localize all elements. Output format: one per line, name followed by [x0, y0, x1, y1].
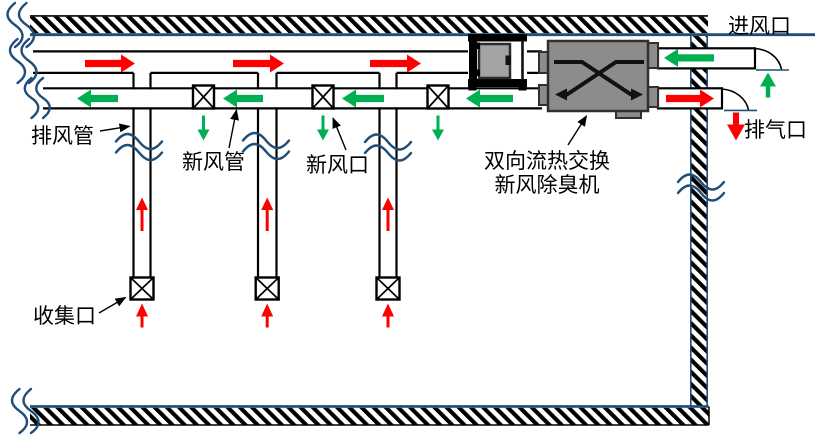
red-up-arrow-collect-2 [261, 303, 274, 328]
unit-door-handle [505, 55, 511, 65]
duct-mounted-unit [468, 34, 527, 91]
cross-flow-symbol [554, 60, 644, 101]
break-top-duct-left [8, 37, 38, 85]
break-riser-1 [114, 132, 164, 162]
label-unit-line1: 双向流热交换 [484, 150, 610, 173]
label-air-inlet: 进风口 [728, 15, 791, 38]
floor-slab [30, 405, 710, 426]
exhaust-flow-arrows [85, 54, 745, 328]
inlet-hood-arc [754, 47, 783, 70]
label-collection-port: 收集口 [33, 305, 96, 328]
red-up-arrow-riser-3 [382, 197, 394, 231]
heat-exchange-unit [538, 39, 659, 119]
fresh-air-vent-box-2 [311, 84, 335, 110]
break-bottom-duct-left [23, 76, 51, 120]
labels: 排风管 新风管 新风口 收集口 双向流热交换 新风除臭机 进风口 排气口 [31, 15, 807, 328]
green-arrow-left-2 [223, 89, 263, 108]
green-arrow-left-inlet [664, 48, 714, 67]
red-arrow-right-2 [233, 54, 284, 73]
leader-fresh-air-vent [332, 117, 347, 151]
unit-door [477, 42, 512, 80]
collection-port-box-3 [375, 276, 401, 301]
red-down-arrow-exhaust-outlet [727, 112, 745, 141]
bottom-fresh-air-duct [43, 87, 542, 110]
label-exhaust-outlet: 排气口 [744, 119, 807, 142]
break-riser-3 [363, 133, 413, 162]
green-arrow-left-3 [342, 89, 384, 108]
green-up-arrow-air-inlet [760, 72, 776, 98]
red-up-arrow-riser-2 [261, 197, 274, 231]
unit-hinge-top [473, 42, 480, 49]
break-riser-2 [241, 131, 291, 161]
right-wall [689, 36, 709, 407]
fresh-air-vent-box-1 [191, 84, 216, 110]
label-fresh-air-duct: 新风管 [182, 151, 245, 174]
label-fresh-air-vent: 新风口 [306, 154, 369, 177]
green-down-arrow-vent-2 [317, 115, 329, 141]
fresh-air-flow-arrows [77, 48, 776, 141]
red-arrow-right-outlet [666, 89, 714, 108]
red-up-arrow-collect-3 [382, 303, 394, 328]
red-up-arrow-collect-1 [136, 303, 148, 328]
leader-exhaust-duct [99, 123, 131, 133]
ceiling-slab [30, 15, 815, 37]
break-ceiling-left [6, 1, 36, 49]
unit-hinge-bottom [473, 69, 480, 76]
break-floor-left [10, 387, 40, 435]
break-wall [676, 173, 726, 202]
outlet-hood-arc [721, 88, 750, 111]
green-down-arrow-vent-1 [197, 115, 210, 141]
label-unit-line2: 新风除臭机 [495, 174, 600, 197]
collection-port-box-1 [129, 276, 155, 301]
leader-fresh-air-duct [228, 109, 239, 149]
red-arrow-right-1 [85, 54, 135, 73]
collection-port-box-2 [254, 276, 280, 301]
break-symbols [6, 1, 726, 435]
green-arrow-left-4 [466, 89, 513, 108]
green-arrow-left-1 [77, 89, 118, 108]
red-arrow-right-3 [370, 54, 421, 73]
green-down-arrow-vent-3 [432, 115, 444, 141]
label-exhaust-duct: 排风管 [31, 125, 94, 148]
leader-unit [567, 115, 588, 146]
leader-collection-port [98, 296, 127, 314]
fresh-air-vent-box-3 [426, 84, 450, 110]
red-up-arrow-riser-1 [136, 197, 148, 231]
